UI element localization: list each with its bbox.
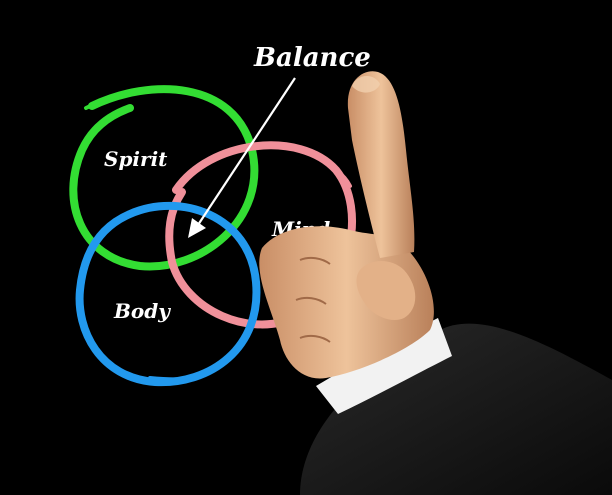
body-circle [75, 202, 261, 387]
label-spirit: Spirit [104, 147, 168, 171]
index-finger [347, 71, 415, 258]
jacket-sleeve [300, 323, 612, 495]
label-body: Body [113, 299, 171, 323]
shirt-cuff [316, 318, 452, 414]
thumb [356, 261, 416, 321]
pointing-hand [259, 71, 612, 495]
title-balance: Balance [253, 43, 371, 73]
arrow-icon [188, 77, 296, 238]
